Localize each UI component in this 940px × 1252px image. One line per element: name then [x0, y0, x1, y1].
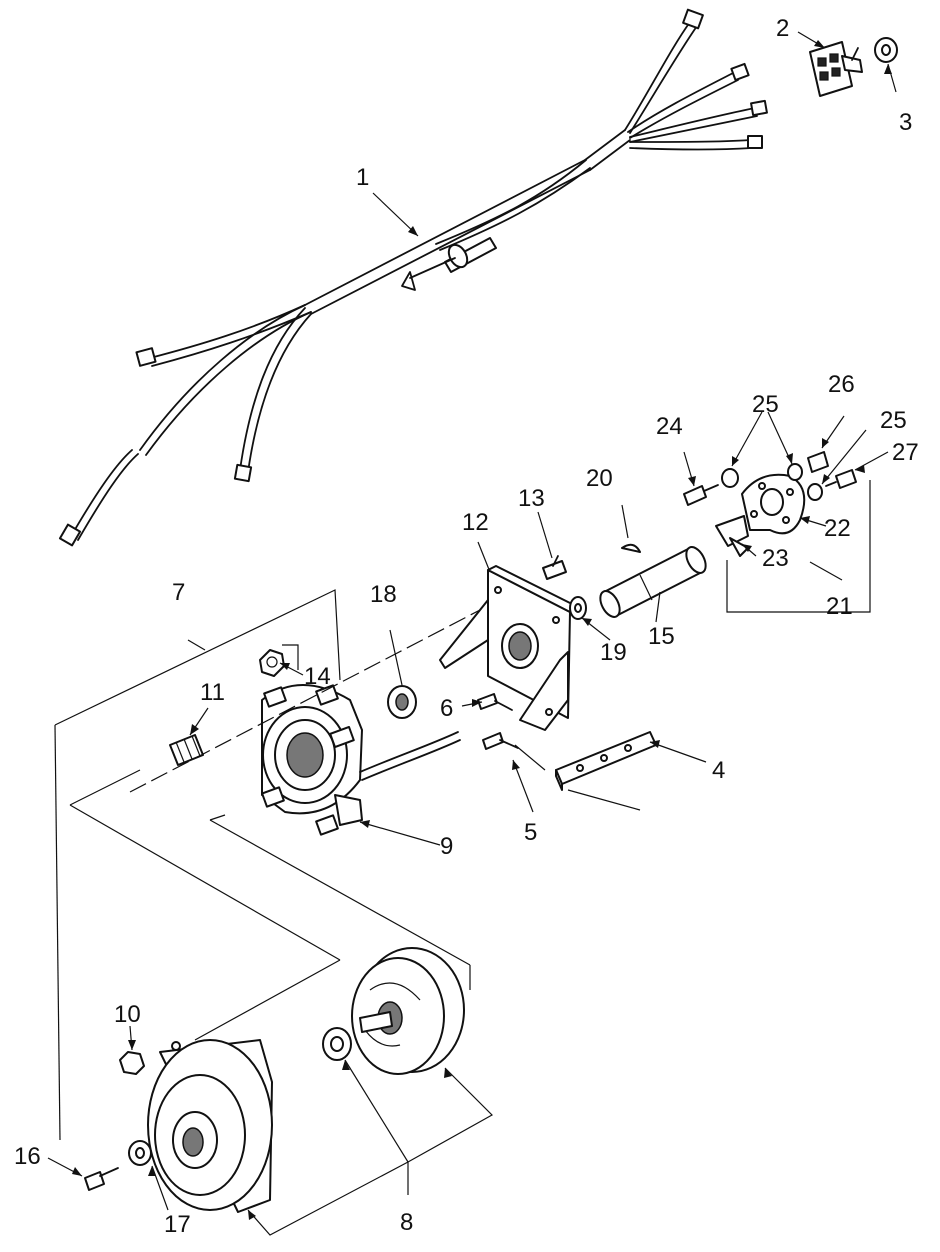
wiring-harness — [58, 8, 768, 547]
bolt-part-6 — [477, 693, 513, 711]
key-part-20 — [621, 543, 641, 553]
callout-21: 21 — [826, 593, 853, 620]
washer-part-19 — [569, 596, 587, 620]
leader-arrowheads — [72, 40, 892, 1220]
callout-7: 7 — [172, 579, 185, 606]
callout-2: 2 — [776, 15, 789, 42]
bar-part-4 — [514, 731, 657, 811]
assembly-axis-line — [129, 609, 481, 793]
callout-11: 11 — [200, 679, 225, 706]
callout-17: 17 — [164, 1211, 191, 1238]
mounting-bracket — [439, 565, 577, 731]
grommet-part-18 — [387, 685, 417, 719]
callout-27: 27 — [892, 439, 919, 466]
callout-4: 4 — [712, 757, 725, 784]
callout-12: 12 — [462, 509, 489, 536]
callout-16: 16 — [14, 1143, 41, 1170]
callout-25a: 25 — [752, 391, 779, 418]
callout-24: 24 — [656, 413, 683, 440]
bolt-part-13 — [542, 555, 567, 580]
shaft-part-15 — [599, 546, 707, 618]
callout-6: 6 — [440, 695, 453, 722]
bolt-part-16 — [84, 1167, 119, 1191]
nut-part-10 — [119, 1051, 145, 1075]
callout-23: 23 — [762, 545, 789, 572]
callout-10: 10 — [114, 1001, 141, 1028]
nut-part-14 — [259, 644, 299, 677]
callout-14: 14 — [304, 663, 331, 690]
callout-15: 15 — [648, 623, 675, 650]
callout-3: 3 — [899, 109, 912, 136]
pulley-part-8 — [351, 947, 465, 1075]
leader-lines — [47, 31, 897, 1236]
callout-9: 9 — [440, 833, 453, 860]
washer-part-8 — [322, 1027, 352, 1061]
callout-26: 26 — [828, 371, 855, 398]
motor-subassembly — [54, 589, 471, 1141]
nut-part-3 — [874, 37, 898, 63]
callout-18: 18 — [370, 581, 397, 608]
callout-1: 1 — [356, 164, 369, 191]
washer-part-17 — [128, 1140, 152, 1166]
callout-20: 20 — [586, 465, 613, 492]
callout-19: 19 — [600, 639, 627, 666]
callout-8: 8 — [400, 1209, 413, 1236]
callout-25b: 25 — [880, 407, 907, 434]
clutch-plate-part-8 — [147, 1039, 273, 1213]
callout-22: 22 — [824, 515, 851, 542]
callout-5: 5 — [524, 819, 537, 846]
bolt-part-5 — [482, 732, 519, 750]
hub-assembly — [683, 451, 871, 613]
callout-13: 13 — [518, 485, 545, 512]
callout-labels: 1 2 3 4 5 6 7 8 9 10 11 12 13 14 15 16 1… — [14, 15, 919, 1238]
spring-part-11 — [169, 734, 204, 766]
switch-assembly — [809, 41, 863, 97]
